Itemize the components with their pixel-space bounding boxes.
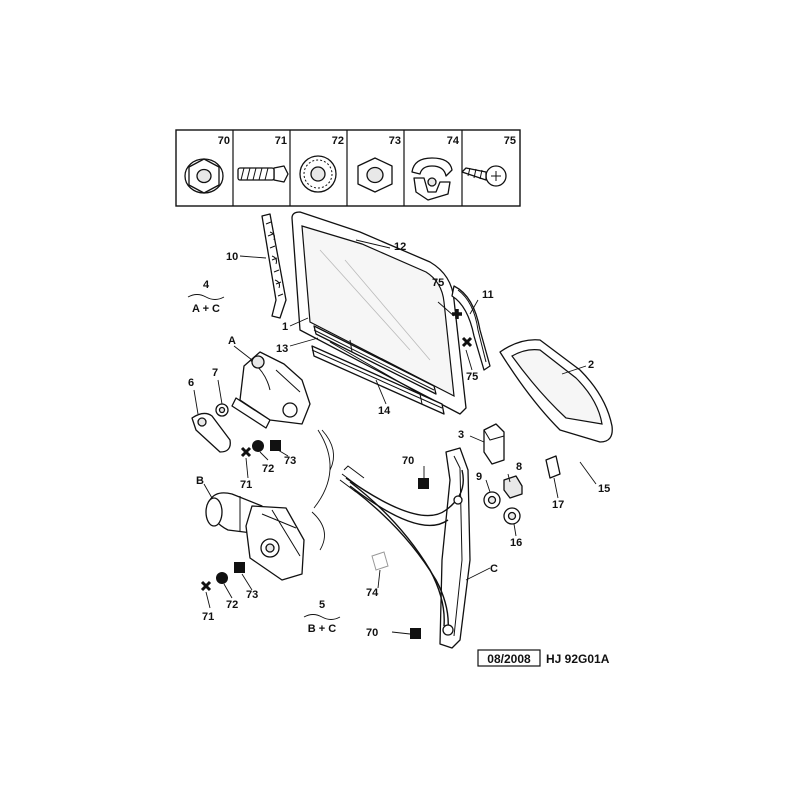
- label-16: 16: [510, 537, 522, 549]
- separator-a: [313, 429, 331, 509]
- hex-nut-icon: [357, 157, 393, 193]
- footer-date: 08/2008: [487, 652, 531, 666]
- footer: 08/2008 HJ 92G01A: [477, 649, 610, 667]
- label-70b: 70: [366, 627, 378, 639]
- serrated-washer-icon: [299, 155, 337, 193]
- label-71a: 71: [240, 479, 252, 491]
- washer-marker-72b: [216, 572, 228, 584]
- rear-channel-11: [451, 285, 491, 371]
- label-13: 13: [276, 343, 288, 355]
- label-b: B: [196, 475, 204, 487]
- label-10: 10: [226, 251, 238, 263]
- motor-a: [231, 351, 311, 429]
- washer-7: [215, 403, 229, 417]
- bush-9: [483, 491, 501, 509]
- legend-number-72: 72: [332, 135, 344, 147]
- crank-handle-6: [191, 412, 231, 453]
- label-c: C: [490, 563, 498, 575]
- label-11: 11: [482, 289, 494, 301]
- clip-marker-74: [371, 551, 389, 571]
- label-9: 9: [476, 471, 482, 483]
- label-72a: 72: [262, 463, 274, 475]
- hex-flange-nut-icon: [184, 158, 224, 194]
- legend-strip: 70 71 72 73 74 75: [175, 129, 521, 207]
- washer-marker-72a: [252, 440, 264, 452]
- nut-marker-70a: [418, 478, 429, 489]
- block-8: [503, 475, 523, 499]
- label-14: 14: [378, 405, 391, 417]
- label-73b: 73: [246, 589, 258, 601]
- kit-combo-5: B + C: [308, 623, 336, 635]
- label-72b: 72: [226, 599, 238, 611]
- tapping-screw-icon: [461, 165, 507, 187]
- kit-combo-4: A + C: [192, 303, 220, 315]
- kit-label-5: 5 B + C: [303, 599, 341, 635]
- bracket-3: [483, 423, 505, 465]
- label-70a: 70: [402, 455, 414, 467]
- label-8: 8: [516, 461, 522, 473]
- separator-a2: [321, 429, 335, 471]
- legend-number-70: 70: [218, 135, 230, 147]
- screw-marker-75a: [452, 309, 462, 319]
- label-75b: 75: [466, 371, 478, 383]
- quarter-glass-15: [499, 339, 613, 443]
- nut-marker-70b: [410, 628, 421, 639]
- legend-number-74: 74: [447, 135, 460, 147]
- weatherstrip-14: [311, 339, 445, 415]
- label-15: 15: [598, 483, 610, 495]
- window-glass-12: [291, 211, 467, 415]
- screw-marker-75b: [461, 336, 473, 348]
- legend-number-73: 73: [389, 135, 401, 147]
- label-73a: 73: [284, 455, 296, 467]
- part-labels: 10 12 1 13 14 11 2 15 3 17 8 9 16 A 6 7 …: [188, 241, 610, 639]
- label-75a: 75: [432, 277, 444, 289]
- label-2: 2: [588, 359, 594, 371]
- bolt-marker-71b: [200, 580, 212, 592]
- label-17: 17: [552, 499, 564, 511]
- separator-b: [311, 511, 325, 551]
- bolt-icon: [237, 165, 289, 183]
- regulator-c: [339, 447, 471, 649]
- weatherstrip-13: [313, 325, 437, 395]
- label-74: 74: [366, 587, 379, 599]
- label-12: 12: [394, 241, 406, 253]
- label-7: 7: [212, 367, 218, 379]
- label-a: A: [228, 335, 236, 347]
- pad-17: [545, 455, 561, 479]
- label-1: 1: [282, 321, 288, 333]
- nut-marker-73b: [234, 562, 245, 573]
- footer-code: HJ 92G01A: [546, 652, 610, 666]
- date-box: [477, 649, 541, 667]
- nut-marker-73a: [270, 440, 281, 451]
- kit-label-4: 4 A + C: [187, 279, 225, 315]
- bolt-marker-71a: [240, 446, 252, 458]
- label-6: 6: [188, 377, 194, 389]
- legend-number-71: 71: [275, 135, 287, 147]
- guide-channel-10: [261, 213, 287, 319]
- clip-icon: [411, 157, 453, 201]
- leader-lines: [193, 239, 597, 635]
- label-3: 3: [458, 429, 464, 441]
- bush-16: [503, 507, 521, 525]
- motor-b: [205, 492, 305, 581]
- kit-number-4: 4: [203, 279, 210, 291]
- label-71b: 71: [202, 611, 214, 623]
- legend-number-75: 75: [504, 135, 516, 147]
- kit-number-5: 5: [319, 599, 325, 611]
